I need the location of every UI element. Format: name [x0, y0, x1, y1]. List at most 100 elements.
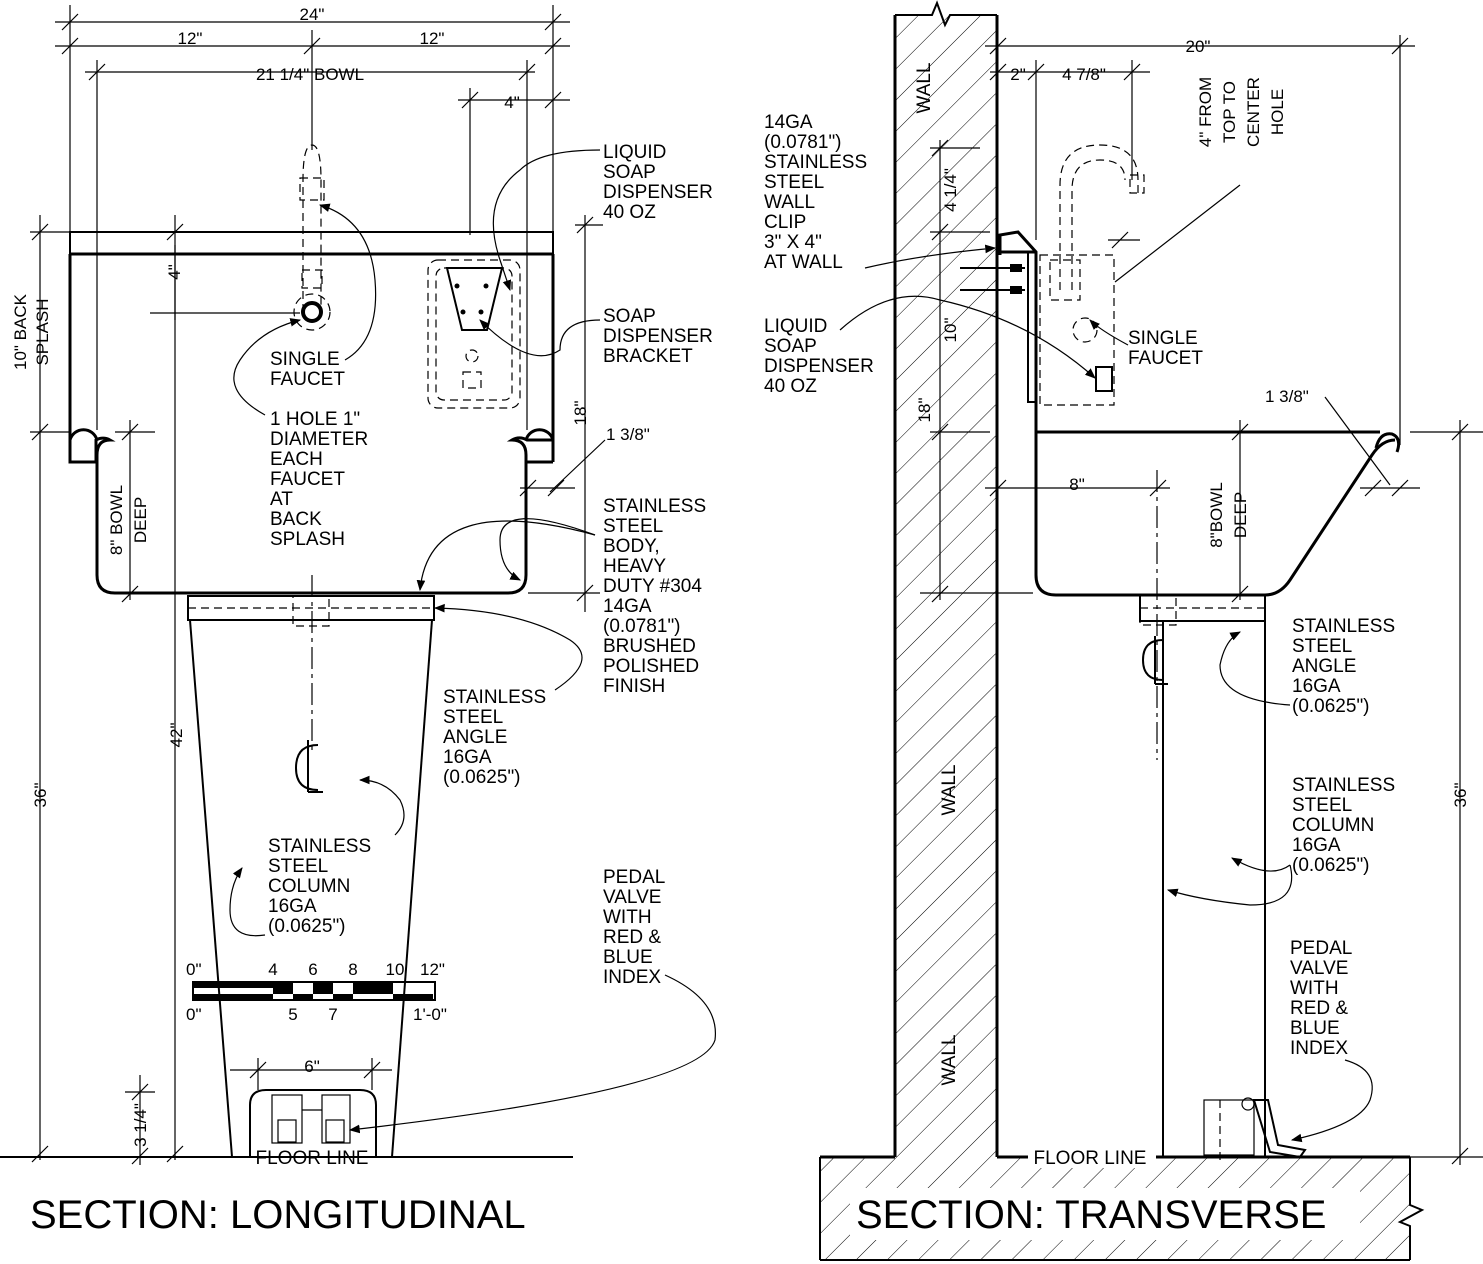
liquid-soap-line-2: SOAP — [603, 162, 656, 183]
transverse-sink-profile — [997, 230, 1401, 597]
wall — [893, 0, 999, 1157]
angle-trans-line-2: STEEL — [1292, 636, 1352, 657]
scale-bottom-5: 5 — [288, 1005, 297, 1024]
column-line-1: STAINLESS — [268, 836, 371, 857]
bowl-height-dim: 36" — [31, 783, 50, 808]
faucet-symbol — [293, 144, 331, 331]
clip-height-dim: 4 1/4" — [941, 168, 960, 212]
wall-clip-line-3: STAINLESS — [764, 152, 867, 173]
angle-line-2: STEEL — [443, 707, 503, 728]
wall-clip-label: 14GA (0.0781") STAINLESS STEEL WALL CLIP… — [764, 112, 867, 273]
floor-label-bg — [1028, 1146, 1156, 1168]
overall-height-trans-dim: 36" — [1451, 783, 1470, 808]
rim-height-trans-dim: 18" — [915, 398, 934, 423]
body-line-9: POLISHED — [603, 656, 699, 677]
body-line-7: (0.0781") — [603, 616, 681, 637]
faucet-hole-line-6: BACK — [270, 509, 322, 530]
top-to-hole-1: 4" FROM — [1196, 77, 1215, 147]
column-line-3: COLUMN — [268, 876, 350, 897]
transverse-angle — [1139, 594, 1266, 626]
drain-offset-dim: 8" — [1069, 475, 1085, 494]
soap-dispenser-symbol — [427, 259, 521, 409]
pedal-line-4: RED & — [603, 927, 661, 948]
liquid-soap-trans-line-2: SOAP — [764, 336, 817, 357]
longitudinal-section: 24" 12" 12" 21 1/4" BOWL 4" 10" — [0, 5, 716, 1237]
body-label: STAINLESS STEEL BODY, HEAVY DUTY #304 14… — [603, 496, 706, 697]
soap-bracket-line-2: DISPENSER — [603, 326, 713, 347]
top-to-hole-4: HOLE — [1268, 89, 1287, 135]
body-line-5: DUTY #304 — [603, 576, 702, 597]
column-trans-line-1: STAINLESS — [1292, 775, 1395, 796]
pedal-label-trans: PEDAL VALVE WITH RED & BLUE INDEX — [1290, 938, 1352, 1059]
column-trans-line-5: (0.0625") — [1292, 855, 1370, 876]
angle-line-4: 16GA — [443, 747, 492, 768]
top-to-hole-2: TOP TO — [1220, 81, 1239, 143]
angle-line-5: (0.0625") — [443, 767, 521, 788]
angle-line-3: ANGLE — [443, 727, 507, 748]
transverse-column — [1141, 470, 1266, 1157]
pedal-trans-line-1: PEDAL — [1290, 938, 1352, 959]
angle-trans-line-5: (0.0625") — [1292, 696, 1370, 717]
wall-label-mid: WALL — [939, 764, 960, 815]
scale-bottom-0: 0" — [186, 1005, 202, 1024]
single-faucet-label-trans: SINGLE FAUCET — [1128, 328, 1203, 369]
liquid-soap-line-3: DISPENSER — [603, 182, 713, 203]
body-line-3: BODY, — [603, 536, 660, 557]
pedal-trans-line-3: WITH — [1290, 978, 1339, 999]
pedal-trans-line-6: INDEX — [1290, 1038, 1348, 1059]
body-line-4: HEAVY — [603, 556, 666, 577]
depth-dim: 20" — [1186, 37, 1211, 56]
soap-offset-dim: 4" — [504, 93, 520, 112]
angle-label-long: STAINLESS STEEL ANGLE 16GA (0.0625") — [443, 687, 546, 788]
transverse-title-bg — [850, 1188, 1360, 1240]
longitudinal-title: SECTION: LONGITUDINAL — [30, 1193, 526, 1237]
wall-offset-dim: 2" — [1010, 65, 1026, 84]
scale-top-12: 12" — [420, 960, 445, 979]
column-line-4: 16GA — [268, 896, 317, 917]
transverse-title: SECTION: TRANSVERSE — [856, 1193, 1326, 1237]
single-faucet-line-2: FAUCET — [270, 369, 345, 390]
bowl-depth-dim-1: 8" BOWL — [107, 485, 126, 555]
faucet-hole-line-7: SPLASH — [270, 529, 345, 550]
scale-top-8: 8 — [348, 960, 357, 979]
wall-clip-line-2: (0.0781") — [764, 132, 842, 153]
support-angle — [187, 595, 435, 627]
single-faucet-line-1: SINGLE — [270, 349, 340, 370]
column-line-2: STEEL — [268, 856, 328, 877]
angle-trans-line-3: ANGLE — [1292, 656, 1356, 677]
bowl-width-dim: 21 1/4" BOWL — [256, 65, 364, 84]
floor-label-long: FLOOR LINE — [256, 1148, 369, 1169]
pedal-trans-line-4: RED & — [1290, 998, 1348, 1019]
column-label-trans: STAINLESS STEEL COLUMN 16GA (0.0625") — [1292, 775, 1395, 876]
faucet-drop-dim: 4" — [165, 264, 184, 280]
transverse-pedal-symbol — [1203, 1097, 1307, 1165]
body-line-1: STAINLESS — [603, 496, 706, 517]
faucet-hole-line-3: EACH — [270, 449, 323, 470]
liquid-soap-label-trans: LIQUID SOAP DISPENSER 40 OZ — [764, 316, 874, 397]
angle-trans-line-1: STAINLESS — [1292, 616, 1395, 637]
pedal-valve-symbol — [230, 1058, 392, 1157]
scale-top-10: 10 — [386, 960, 405, 979]
transverse-faucet-symbol — [1039, 144, 1145, 406]
pedal-trans-line-2: VALVE — [1290, 958, 1348, 979]
back-splash-dim-2: SPLASH — [33, 298, 52, 365]
soap-bracket-line-3: BRACKET — [603, 346, 693, 367]
wall-clip-line-1: 14GA — [764, 112, 813, 133]
overall-width-dim: 24" — [300, 5, 325, 24]
faucet-offset-dim: 4 7/8" — [1062, 65, 1106, 84]
wall-label-low: WALL — [939, 1034, 960, 1085]
bowl-depth-dim-2: DEEP — [131, 497, 150, 543]
wall-clip-line-5: WALL — [764, 192, 815, 213]
body-line-2: STEEL — [603, 516, 663, 537]
top-to-hole-3: CENTER — [1244, 77, 1263, 147]
body-line-6: 14GA — [603, 596, 652, 617]
pedal-width-dim: 6" — [304, 1057, 320, 1076]
liquid-soap-trans-line-3: DISPENSER — [764, 356, 874, 377]
right-vertical-dimensions — [519, 215, 606, 612]
overall-height-dim: 42" — [167, 723, 186, 748]
top-dimension-lines — [55, 5, 570, 430]
wall-clip-line-8: AT WALL — [764, 252, 843, 273]
body-line-8: BRUSHED — [603, 636, 696, 657]
liquid-soap-line-1: LIQUID — [603, 142, 666, 163]
